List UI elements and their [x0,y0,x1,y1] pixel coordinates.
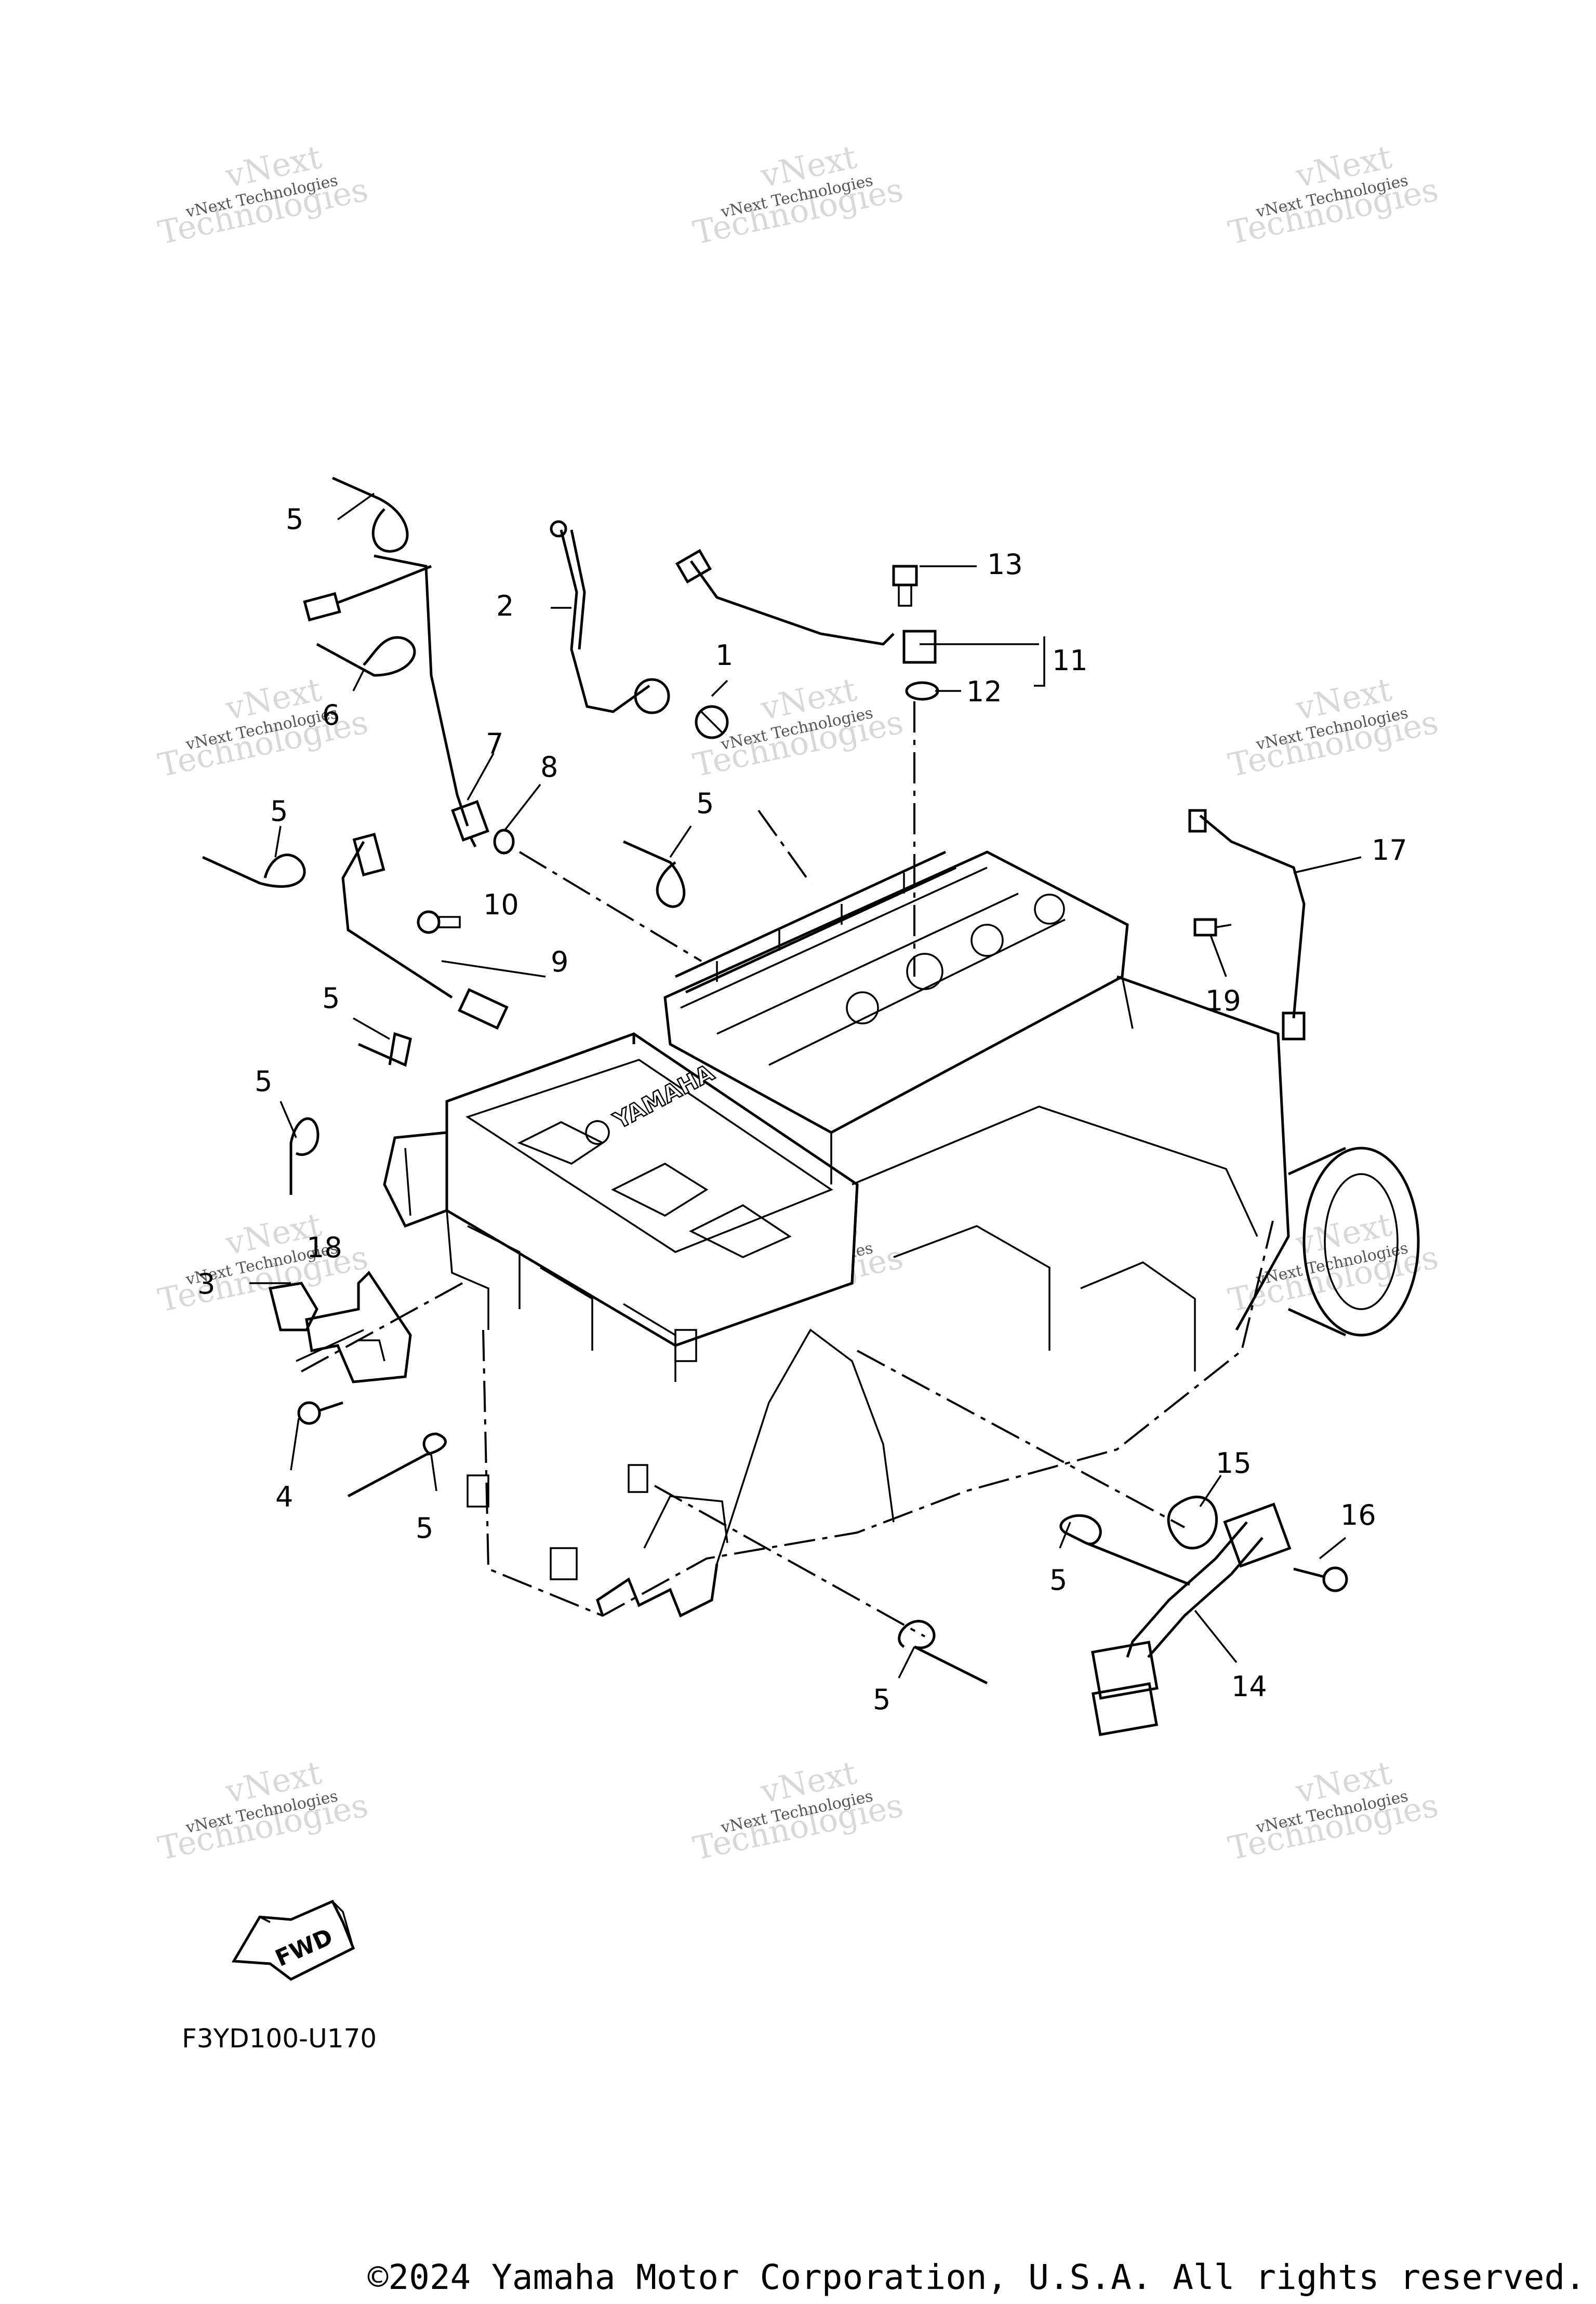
callout-5h: 5 [873,1683,890,1716]
part-17-sensor[interactable] [1188,809,1306,1041]
part-12-o-ring[interactable] [905,681,939,701]
part-1-sensor[interactable] [695,705,729,739]
callout-9: 9 [551,945,568,978]
part-10-bolt[interactable] [417,910,461,934]
callout-15: 15 [1216,1447,1252,1480]
callout-5f: 5 [416,1512,433,1544]
part-5-cable-tie-b[interactable] [202,854,306,888]
callout-labels: 1 2 3 4 5 5 5 5 5 5 5 5 6 7 8 9 10 11 12… [197,503,1407,1716]
leader-lines [249,492,1362,1679]
part-8-washer[interactable] [493,829,515,855]
fwd-label: FWD [271,1924,337,1972]
callout-14: 14 [1231,1670,1267,1703]
callout-13: 13 [987,548,1023,581]
watermark-top-left: Technologies vNext Technologies vNext [155,138,371,252]
callout-1: 1 [715,639,733,672]
watermark-mid-center: Technologies vNext Technologies vNext [690,670,907,784]
part-13-bolt[interactable] [892,565,918,607]
callout-5d: 5 [322,982,340,1015]
callout-4: 4 [275,1481,293,1513]
part-9-sensor[interactable] [341,832,509,1030]
watermark-bottom-left: Technologies vNext Technologies vNext [155,1753,371,1868]
callout-5c: 5 [696,787,714,820]
part-4-screw[interactable] [297,1401,343,1425]
part-16-bolt[interactable] [1293,1566,1348,1592]
callout-10: 10 [483,888,519,921]
part-19-bolt[interactable] [1193,918,1232,937]
callout-11: 11 [1052,644,1088,677]
diagram-code: F3YD100-U170 [182,2023,377,2054]
part-11-sensor[interactable] [675,549,937,664]
watermark-bottom-center: Technologies vNext Technologies vNext [690,1753,907,1868]
callout-5b: 5 [270,795,288,828]
part-7-sensor-harness[interactable] [303,554,489,848]
watermark-top-center: Technologies vNext Technologies vNext [690,138,907,252]
part-5-cable-tie-a[interactable] [331,476,409,553]
callout-16: 16 [1340,1499,1376,1531]
callout-2: 2 [496,590,514,622]
callout-8: 8 [540,751,558,783]
copyright-notice: ©2024 Yamaha Motor Corporation, U.S.A. A… [367,2257,1586,2297]
fwd-arrow-icon: FWD [231,1899,355,1981]
callout-7: 7 [486,727,503,760]
engine-assembly: YAMAHA [383,850,1420,1618]
callout-5g: 5 [1049,1564,1067,1596]
watermark-bottom-right: Technologies vNext Technologies vNext [1225,1753,1442,1868]
callout-5e: 5 [255,1065,272,1098]
part-6-cable-tie[interactable] [316,636,416,677]
part-5-cable-tie-f[interactable] [347,1432,447,1498]
callout-12: 12 [966,675,1002,708]
watermark-top-right: Technologies vNext Technologies vNext [1225,138,1442,252]
part-14-sensor-harness[interactable] [1091,1502,1292,1736]
callout-18: 18 [307,1231,342,1264]
part-5-cable-tie-e[interactable] [289,1117,320,1195]
part-2-sensor-lead[interactable] [550,520,670,714]
callout-6: 6 [322,699,340,731]
callout-5a: 5 [286,503,303,536]
callout-19: 19 [1205,984,1241,1017]
watermark-low-right: Technologies vNext Technologies vNext [1225,1205,1442,1320]
part-15-o-ring[interactable] [1167,1496,1218,1550]
part-18-bracket[interactable] [305,1271,412,1383]
callout-17: 17 [1372,834,1407,867]
part-3-sensor[interactable] [268,1282,318,1331]
part-5-cable-tie-d[interactable] [357,1032,412,1067]
part-5-cable-tie-c[interactable] [622,840,686,908]
callout-3: 3 [197,1268,215,1300]
part-5-cable-tie-g[interactable] [1059,1514,1190,1586]
part-5-cable-tie-h[interactable] [898,1620,988,1685]
watermark-mid-right: Technologies vNext Technologies vNext [1225,670,1442,784]
